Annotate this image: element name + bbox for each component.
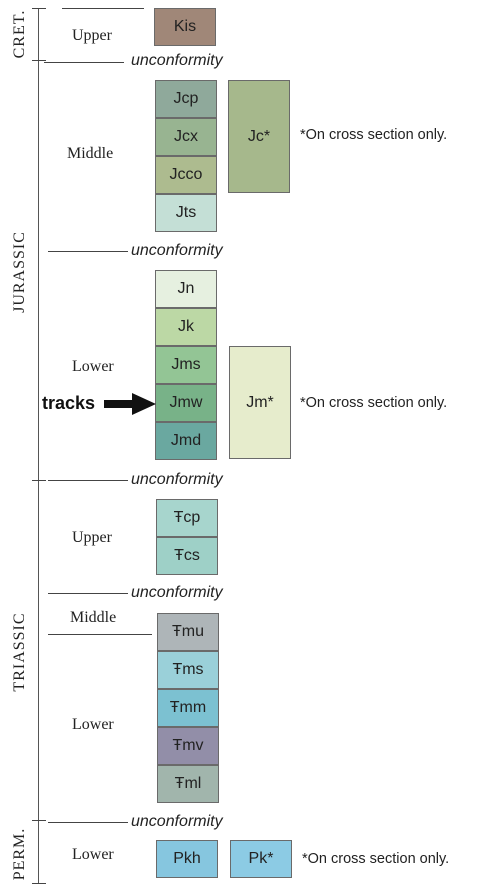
period-label-triassic: TRIASSIC	[11, 612, 28, 692]
epoch-label-triassic-upper: Upper	[72, 529, 112, 546]
unconformity-line	[44, 62, 124, 63]
unit-box-jm: Jm*	[229, 346, 291, 459]
unit-box-jc: Jc*	[228, 80, 290, 193]
unit-label-jcp: Jcp	[173, 90, 199, 107]
tracks-arrow-icon	[104, 393, 156, 415]
unit-label-kis: Kis	[173, 18, 197, 35]
unconformity-label: unconformity	[131, 813, 223, 830]
epoch-label-jurassic-lower: Lower	[72, 358, 114, 375]
unconformity-line	[48, 593, 128, 594]
unit-label-jc: Jc*	[247, 127, 271, 145]
unit-label-jm: Jm*	[246, 393, 274, 411]
unit-box-pk: Pk*	[230, 840, 292, 878]
unit-label-trmu: Ŧmu	[172, 623, 204, 640]
unit-box-trmu: Ŧmu	[157, 613, 219, 651]
unit-label-jcx: Jcx	[174, 128, 198, 145]
period-boundary-tick	[32, 480, 46, 481]
unit-box-jms: Jms	[155, 346, 217, 384]
unit-box-trmm: Ŧmm	[157, 689, 219, 727]
unit-box-jcco: Jcco	[155, 156, 217, 194]
period-label-permian: PERM.	[11, 827, 28, 881]
unit-label-trmm: Ŧmm	[169, 699, 207, 716]
unit-label-trml: Ŧml	[174, 775, 202, 792]
period-boundary-tick	[32, 60, 46, 61]
unit-box-pkh: Pkh	[156, 840, 218, 878]
unit-label-jts: Jts	[175, 204, 197, 221]
unit-box-kis: Kis	[154, 8, 216, 46]
epoch-label-cretaceous-upper: Upper	[72, 27, 112, 44]
unit-box-jmd: Jmd	[155, 422, 217, 460]
unconformity-label: unconformity	[131, 242, 223, 259]
unit-label-trcs: Ŧcs	[174, 547, 200, 564]
unit-label-jms: Jms	[171, 356, 201, 373]
period-bottom-tick	[32, 883, 46, 884]
unit-label-trmv: Ŧmv	[172, 737, 204, 754]
unit-box-jts: Jts	[155, 194, 217, 232]
unconformity-line	[48, 251, 128, 252]
cross-section-note-jc: *On cross section only.	[300, 127, 448, 143]
epoch-boundary-line	[48, 634, 152, 635]
period-boundary-tick	[32, 820, 46, 821]
unit-label-pk: Pk*	[248, 850, 274, 867]
epoch-top-line	[62, 8, 144, 9]
cross-section-note-pk: *On cross section only.	[302, 851, 450, 867]
epoch-label-permian-lower: Lower	[72, 846, 114, 863]
unit-label-jk: Jk	[178, 318, 194, 335]
unit-box-trml: Ŧml	[157, 765, 219, 803]
period-label-cretaceous: CRET.	[11, 9, 28, 59]
unconformity-label: unconformity	[131, 584, 223, 601]
unconformity-line	[48, 480, 128, 481]
unit-box-trcs: Ŧcs	[156, 537, 218, 575]
period-top-tick	[32, 8, 46, 9]
unit-box-jn: Jn	[155, 270, 217, 308]
unit-box-trcp: Ŧcp	[156, 499, 218, 537]
unit-label-jmw: Jmw	[169, 394, 203, 411]
unit-box-trms: Ŧms	[157, 651, 219, 689]
period-axis-line	[38, 8, 39, 884]
unit-box-jk: Jk	[155, 308, 217, 346]
unit-box-jmw: Jmw	[155, 384, 217, 422]
unconformity-label: unconformity	[131, 471, 223, 488]
cross-section-note-jm: *On cross section only.	[300, 395, 448, 411]
epoch-label-jurassic-middle: Middle	[67, 145, 114, 162]
epoch-label-triassic-middle: Middle	[70, 609, 117, 626]
unit-label-jmd: Jmd	[170, 432, 202, 449]
unit-label-jn: Jn	[177, 280, 195, 297]
unit-label-trcp: Ŧcp	[173, 509, 201, 526]
unit-label-pkh: Pkh	[173, 850, 201, 867]
period-label-jurassic: JURASSIC	[11, 231, 28, 313]
epoch-label-triassic-lower: Lower	[72, 716, 114, 733]
unconformity-line	[48, 822, 128, 823]
unit-box-jcp: Jcp	[155, 80, 217, 118]
tracks-label: tracks	[42, 393, 96, 413]
unconformity-label: unconformity	[131, 52, 223, 69]
unit-label-jcco: Jcco	[169, 166, 203, 183]
unit-label-trms: Ŧms	[172, 661, 204, 678]
unit-box-jcx: Jcx	[155, 118, 217, 156]
unit-box-trmv: Ŧmv	[157, 727, 219, 765]
